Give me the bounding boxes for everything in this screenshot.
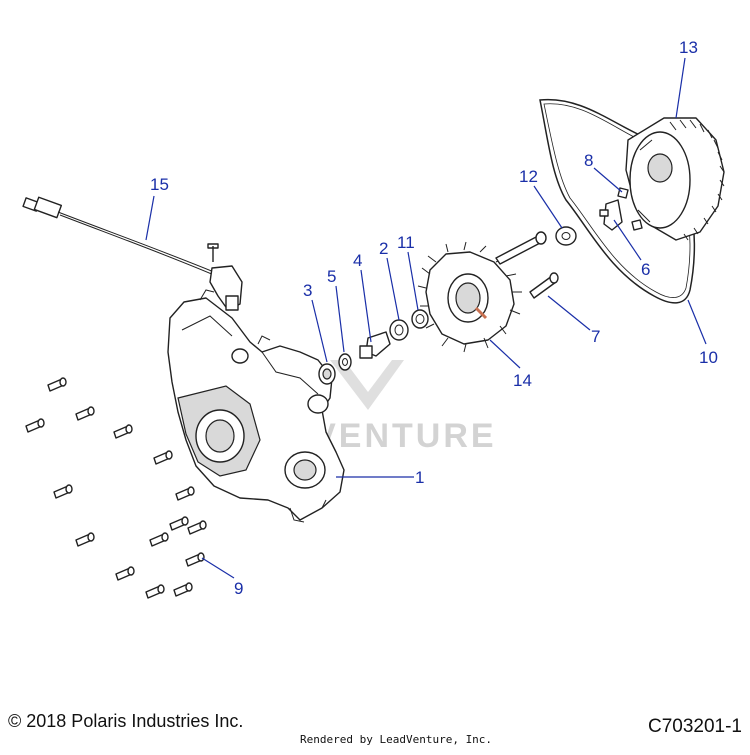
part-13-flywheel[interactable] (625, 117, 725, 241)
rendered-by-credit: Rendered by LeadVenture, Inc. (300, 733, 493, 746)
callout-3[interactable]: 3 (303, 281, 312, 300)
callout-14[interactable]: 14 (513, 371, 532, 390)
callout-12[interactable]: 12 (519, 167, 538, 186)
callout-5[interactable]: 5 (327, 267, 336, 286)
part-12-washer[interactable] (555, 226, 577, 246)
part-9-bolts[interactable] (25, 377, 207, 599)
callout-9[interactable]: 9 (234, 579, 243, 598)
part-7-bolt[interactable] (529, 272, 559, 299)
part-6-sensor[interactable] (599, 199, 623, 231)
part-3-seal[interactable] (318, 363, 336, 385)
leader-4 (360, 269, 372, 343)
callout-8[interactable]: 8 (584, 151, 593, 170)
leader-lines (145, 57, 707, 579)
leader-5 (335, 285, 345, 353)
watermark-logo (330, 360, 404, 410)
callout-13[interactable]: 13 (679, 38, 698, 57)
stator-mount-bolt[interactable] (495, 231, 547, 265)
part-14-stator[interactable] (417, 241, 522, 353)
callout-4[interactable]: 4 (353, 251, 362, 270)
callout-15[interactable]: 15 (150, 175, 169, 194)
drawing-id: C703201-1 (647, 716, 742, 737)
part-15-speed-sensor[interactable] (22, 196, 243, 311)
part-2-bearing[interactable] (389, 319, 409, 341)
callout-7[interactable]: 7 (591, 327, 600, 346)
leader-10 (687, 299, 707, 345)
callout-labels: 1 2 3 4 5 6 7 8 9 10 11 12 13 14 15 (150, 38, 718, 598)
leader-14 (489, 339, 521, 369)
part-5-washer[interactable] (338, 353, 352, 371)
leader-8 (593, 167, 623, 193)
leader-15 (145, 195, 155, 241)
part-4-shaft[interactable] (359, 331, 391, 359)
leader-2 (386, 257, 400, 321)
leader-11 (407, 251, 419, 311)
callout-11[interactable]: 11 (397, 233, 415, 252)
callout-2[interactable]: 2 (379, 239, 388, 258)
leader-6 (613, 219, 642, 261)
part-11-washer[interactable] (411, 309, 429, 329)
leader-12 (533, 185, 563, 229)
callout-10[interactable]: 10 (699, 348, 718, 367)
leader-9 (201, 557, 235, 579)
leader-7 (547, 295, 591, 331)
part-1-stator-cover[interactable] (167, 289, 345, 523)
callout-1[interactable]: 1 (415, 468, 424, 487)
leader-3 (311, 299, 328, 363)
callout-6[interactable]: 6 (641, 260, 650, 279)
copyright-notice: © 2018 Polaris Industries Inc. (8, 711, 244, 731)
leader-13 (675, 57, 686, 119)
